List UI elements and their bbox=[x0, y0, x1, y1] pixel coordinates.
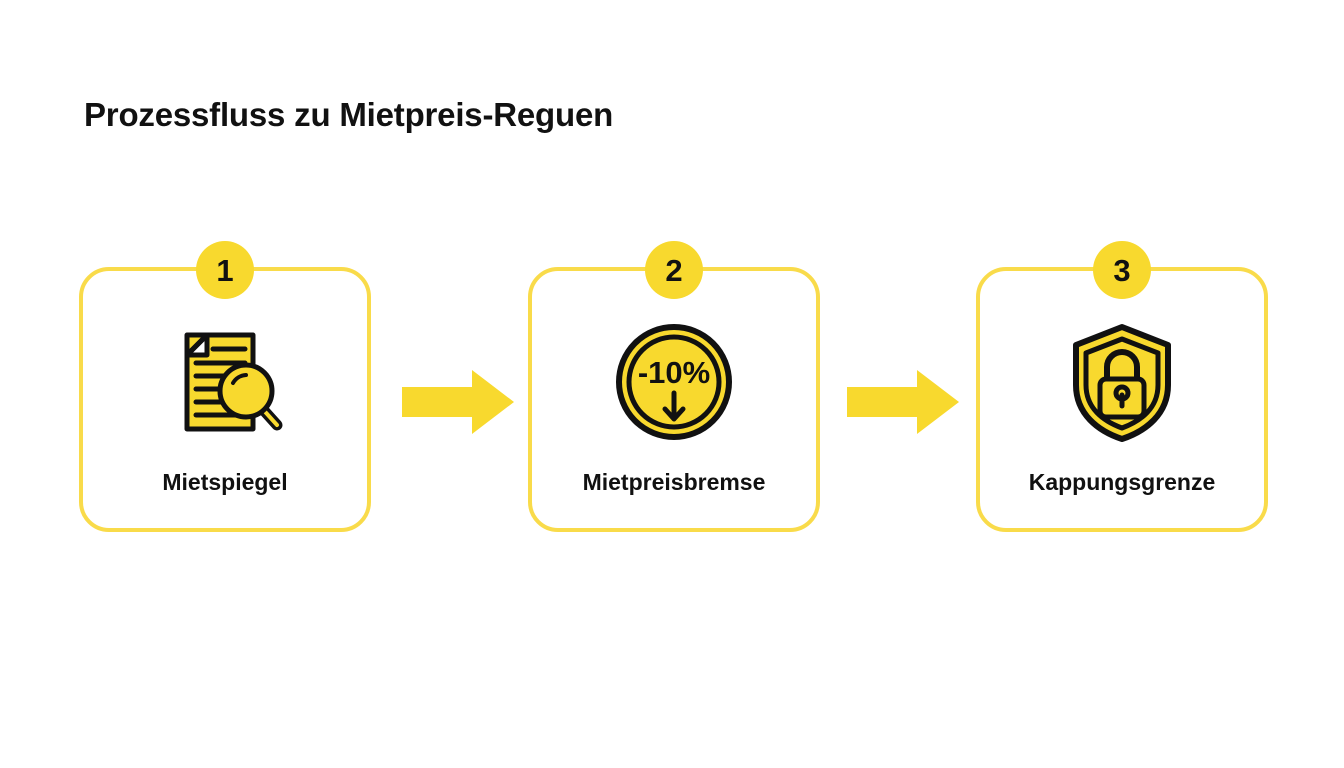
step-label-1: Mietspiegel bbox=[162, 469, 288, 495]
step-number-badge-3: 3 bbox=[1093, 241, 1151, 299]
shield-lock-icon bbox=[1067, 321, 1177, 448]
step-icon-2-wrap: -10% bbox=[532, 323, 816, 445]
percent-decrease-coin-icon: -10% bbox=[613, 321, 735, 448]
step-card-1[interactable]: 1 bbox=[79, 241, 371, 532]
percent-value-text: -10% bbox=[638, 355, 710, 390]
step-number-badge-1: 1 bbox=[196, 241, 254, 299]
step-label-2: Mietpreisbremse bbox=[582, 469, 766, 495]
step-icon-3-wrap bbox=[980, 323, 1264, 445]
step-number-badge-2: 2 bbox=[645, 241, 703, 299]
step-card-3[interactable]: 3 Kappungsgrenze bbox=[976, 241, 1268, 532]
step-card-2[interactable]: 2 -10% Mietpreisbremse bbox=[528, 241, 820, 532]
step-label-3: Kappungsgrenze bbox=[1028, 469, 1216, 495]
step-icon-1-wrap bbox=[83, 323, 367, 445]
process-flow-diagram: 1 bbox=[0, 241, 1344, 545]
arrow-right-icon bbox=[402, 370, 514, 434]
page-title: Prozessfluss zu Mietpreis-Reguen bbox=[84, 96, 614, 134]
arrow-right-icon bbox=[847, 370, 959, 434]
document-magnifier-icon bbox=[163, 321, 287, 448]
